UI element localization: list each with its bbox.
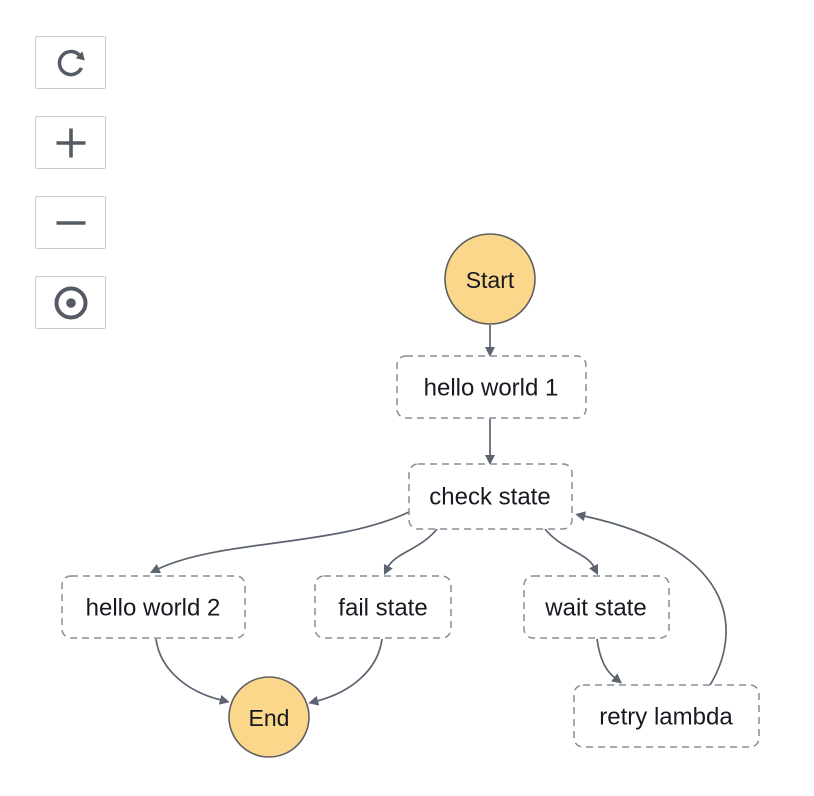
node-start[interactable]: Start: [444, 233, 536, 325]
end-node-shape: [228, 676, 310, 758]
node-check-state[interactable]: check state: [408, 463, 573, 530]
retry-lambda-node-label: retry lambda: [599, 704, 733, 731]
start-node-shape: [444, 233, 536, 325]
hello-world-1-node-shape: [396, 355, 587, 419]
fail-state-node-label: fail state: [338, 595, 427, 622]
edge-check-state-to-wait-state: [544, 528, 599, 576]
hello-world-2-node-label: hello world 2: [86, 595, 221, 622]
edge-wait-state-to-retry-lambda: [596, 638, 623, 684]
node-hello-world-1[interactable]: hello world 1: [396, 355, 587, 419]
node-end[interactable]: End: [228, 676, 310, 758]
refresh-icon: [53, 45, 89, 81]
node-fail-state[interactable]: fail state: [314, 575, 452, 639]
fail-state-node-shape: [314, 575, 452, 639]
retry-lambda-node-shape: [573, 684, 760, 748]
center-target-icon: [51, 283, 91, 323]
edge-check-state-to-fail-state: [383, 528, 438, 576]
node-hello-world-2[interactable]: hello world 2: [61, 575, 246, 639]
graph-edges: [149, 325, 727, 706]
plus-icon: [53, 125, 89, 161]
node-retry-lambda[interactable]: retry lambda: [573, 684, 760, 748]
wait-state-node-shape: [523, 575, 670, 639]
start-node-label: Start: [466, 267, 515, 293]
wait-state-node-label: wait state: [544, 595, 646, 622]
edge-fail-state-to-end: [308, 638, 383, 706]
edge-check-state-to-hello-world-2: [149, 511, 410, 574]
hello-world-1-node-label: hello world 1: [424, 375, 559, 402]
refresh-button[interactable]: [35, 36, 106, 89]
zoom-in-button[interactable]: [35, 116, 106, 169]
zoom-out-button[interactable]: [35, 196, 106, 249]
edge-retry-lambda-to-check-state: [575, 511, 727, 686]
check-state-node-shape: [408, 463, 573, 530]
check-state-node-label: check state: [429, 484, 550, 511]
edge-hello-world-2-to-end: [155, 638, 230, 705]
hello-world-2-node-shape: [61, 575, 246, 639]
center-graph-button[interactable]: [35, 276, 106, 329]
minus-icon: [53, 205, 89, 241]
end-node-label: End: [249, 705, 290, 731]
graph-toolbar: [35, 36, 106, 329]
node-wait-state[interactable]: wait state: [523, 575, 670, 639]
